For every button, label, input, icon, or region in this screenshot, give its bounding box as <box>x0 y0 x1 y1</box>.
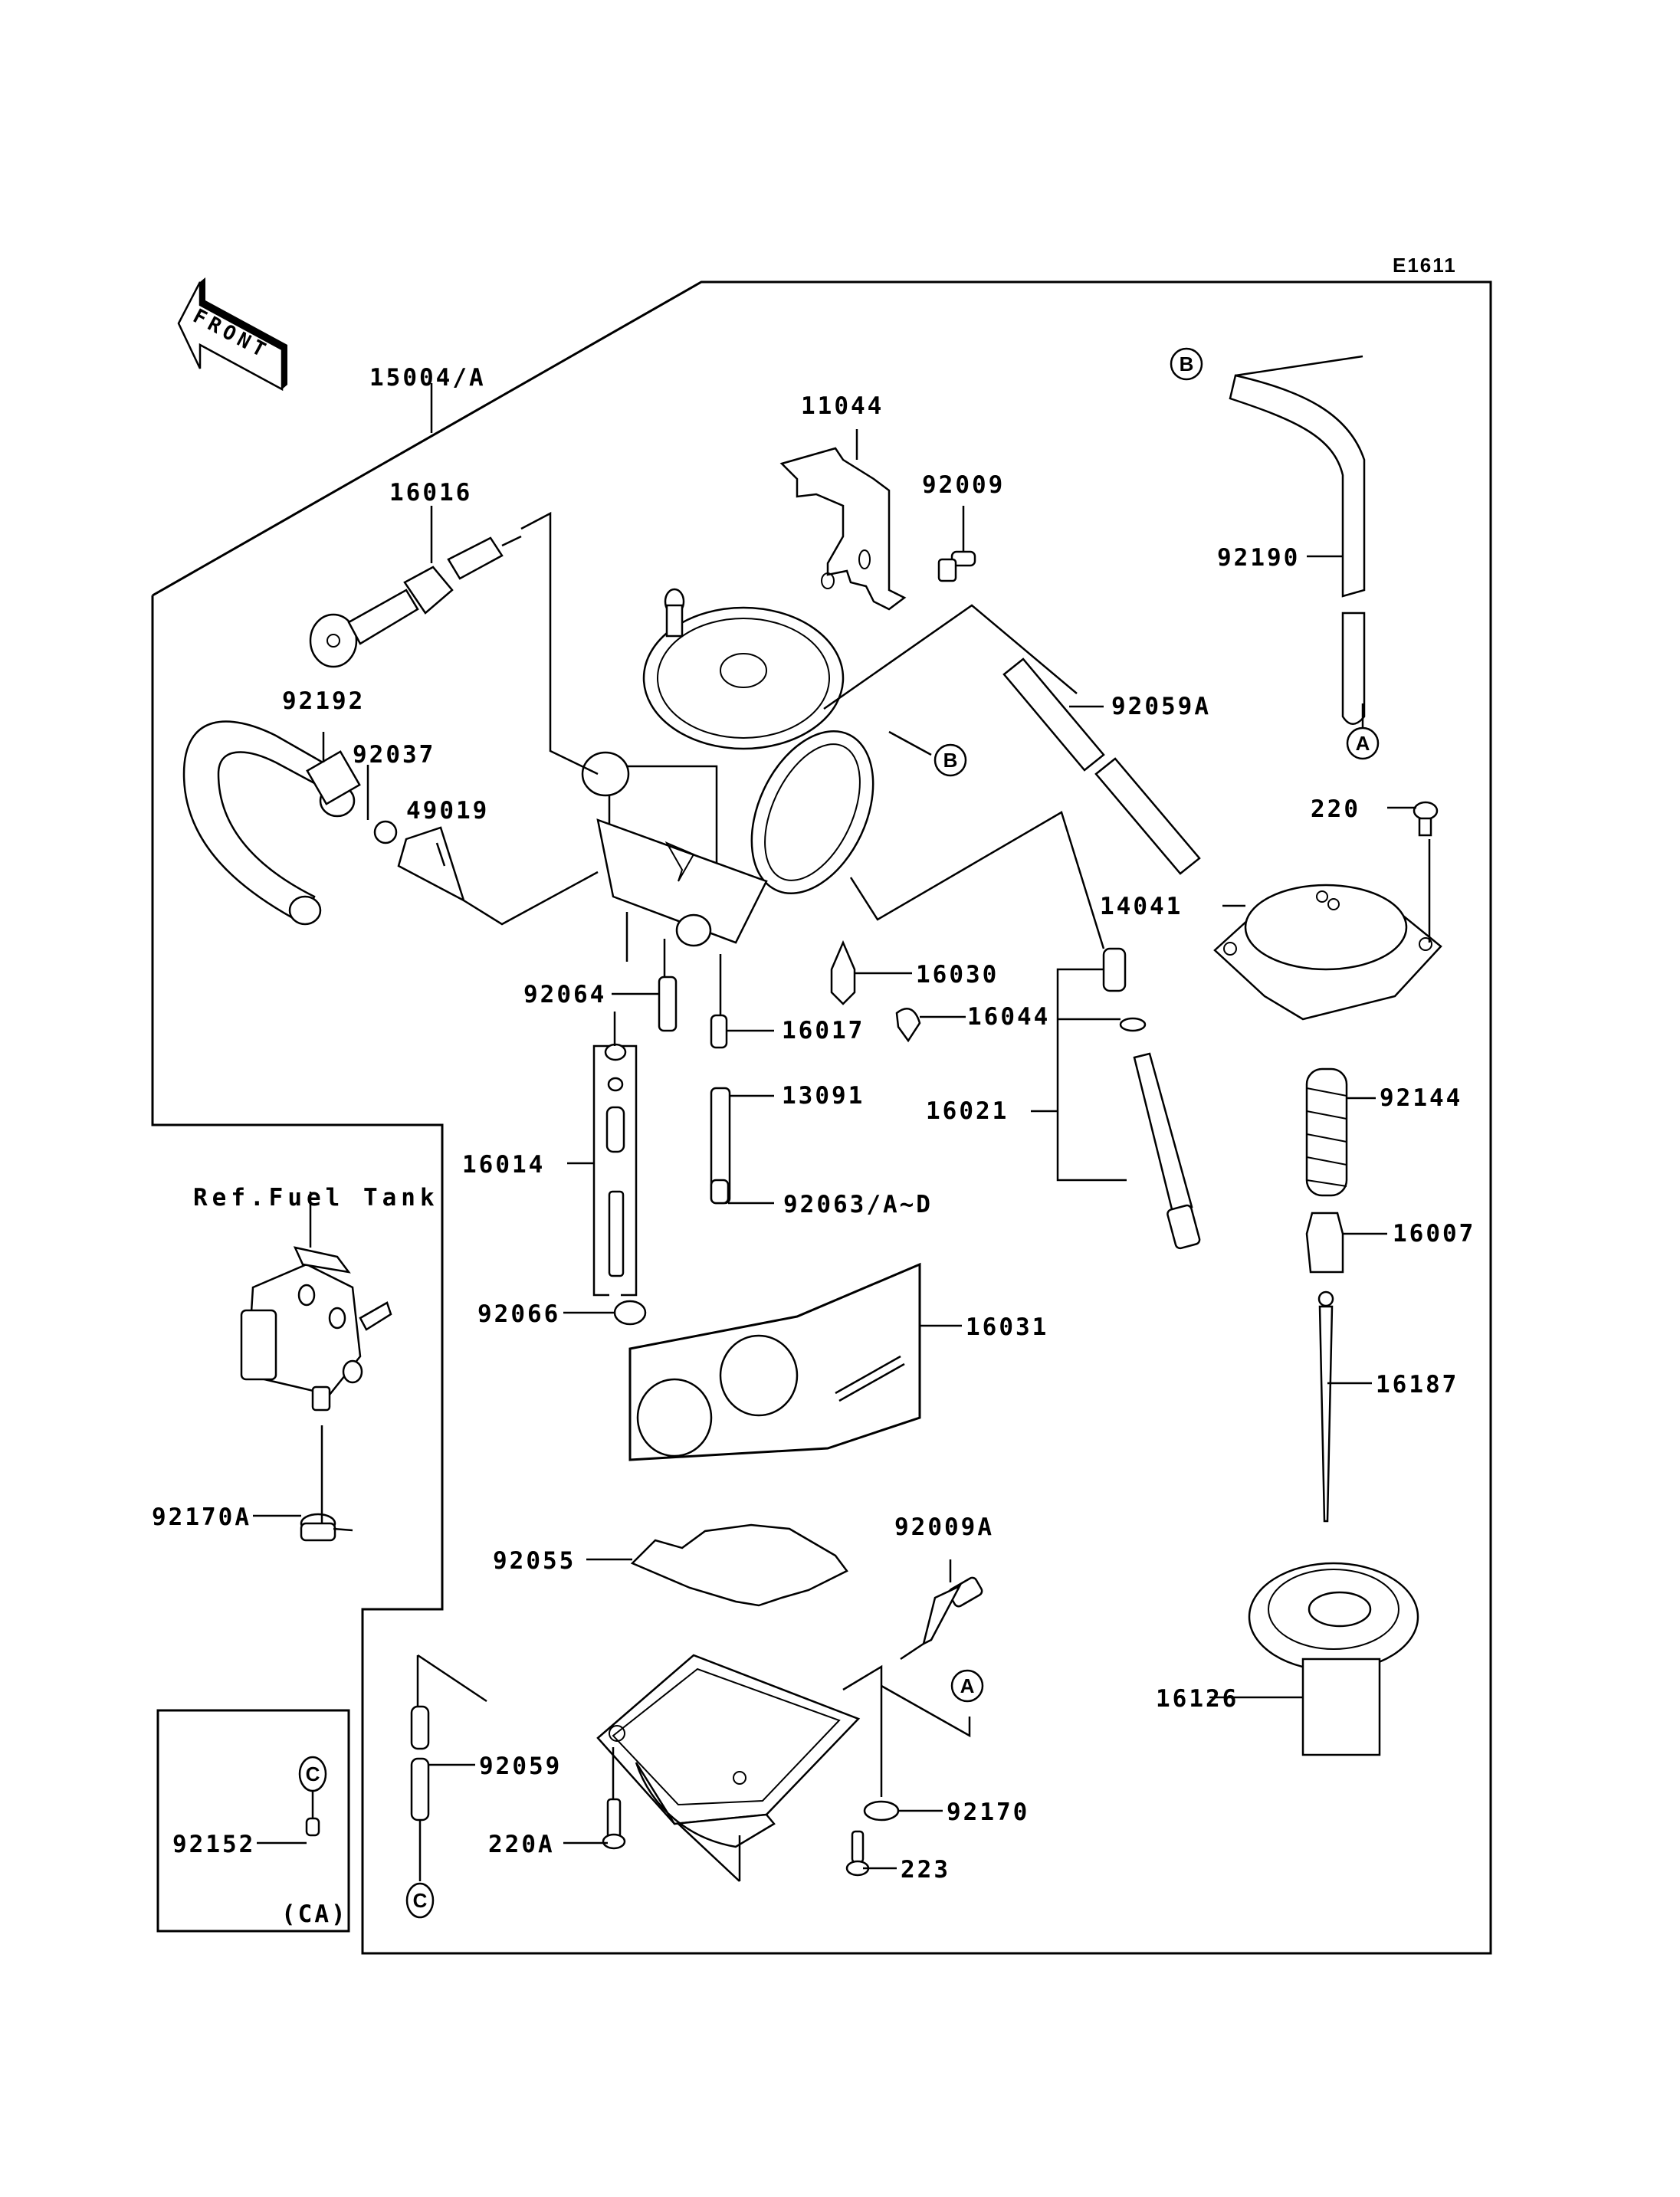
callout-49019: 49019 <box>406 797 489 825</box>
part-92064-jet <box>658 976 678 1032</box>
part-11044-bracket <box>779 447 907 611</box>
callout-220A: 220A <box>488 1831 555 1858</box>
ca-region-frame <box>156 1709 350 1933</box>
svg-text:C: C <box>413 1889 428 1912</box>
callout-92059: 92059 <box>479 1753 562 1780</box>
callout-92190: 92190 <box>1217 544 1300 572</box>
part-16021-pilot-screw <box>1102 947 1201 1250</box>
callout-92066: 92066 <box>477 1300 560 1328</box>
part-16031-float <box>628 1262 921 1461</box>
part-220-screw <box>1413 801 1439 837</box>
callout-16007: 16007 <box>1393 1220 1475 1248</box>
callout-16126: 16126 <box>1156 1685 1239 1713</box>
front-arrow-icon: FRONT <box>177 277 287 392</box>
svg-text:A: A <box>1356 732 1370 755</box>
part-16187-jet-needle <box>1317 1290 1334 1523</box>
diagram-code: E1611 <box>1393 254 1457 277</box>
part-92063-main-jet <box>710 1179 730 1205</box>
callout-92170A: 92170A <box>152 1503 251 1531</box>
part-92144-spring <box>1305 1067 1348 1197</box>
part-92170-clamp <box>863 1800 900 1822</box>
svg-text:B: B <box>1180 353 1194 375</box>
part-92037-clip <box>373 820 398 844</box>
part-92059-tube <box>410 1705 430 1822</box>
part-16044-clip <box>895 1008 921 1043</box>
part-16014-float-needle-set <box>592 1043 638 1297</box>
callout-labels: 15004/A 16016 11044 92009 92190 92192 92… <box>152 364 1475 1928</box>
callout-92192: 92192 <box>282 687 365 715</box>
part-16030-float-valve <box>830 939 856 1005</box>
callout-92037: 92037 <box>353 741 435 769</box>
callout-92170: 92170 <box>947 1799 1029 1826</box>
callout-16187: 16187 <box>1376 1371 1459 1399</box>
callout-16016: 16016 <box>389 479 472 507</box>
callout-16021: 16021 <box>926 1097 1009 1125</box>
connector-c-tube: C <box>405 1882 435 1919</box>
callout-11044: 11044 <box>801 392 884 420</box>
part-14041-top-cover <box>1213 884 1442 1021</box>
part-92009-screw <box>937 550 976 582</box>
connector-a-bowl: A <box>950 1669 984 1703</box>
part-92055-gasket <box>630 1523 848 1607</box>
part-92192-hose <box>182 720 361 926</box>
callout-13091: 13091 <box>782 1082 865 1110</box>
part-92009A-screw <box>922 1576 983 1646</box>
part-92170A-clip <box>300 1513 353 1542</box>
part-16017-jet <box>710 1014 728 1049</box>
connector-c-ca: C <box>298 1756 327 1792</box>
svg-text:C: C <box>306 1763 320 1785</box>
callout-14041: 14041 <box>1100 893 1183 920</box>
callout-16014: 16014 <box>462 1151 545 1179</box>
callout-16030: 16030 <box>916 961 999 989</box>
part-carburetor-body <box>581 588 874 947</box>
callout-15004A: 15004/A <box>369 364 486 392</box>
part-220A-screw <box>602 1798 626 1850</box>
part-float-bowl <box>596 1654 861 1848</box>
part-49019-filter <box>397 826 466 903</box>
svg-text:B: B <box>943 749 958 772</box>
part-92059A-tube <box>1002 657 1201 875</box>
region-note: (CA) <box>281 1900 348 1928</box>
leader-lines <box>152 280 1431 1882</box>
callout-92055: 92055 <box>493 1547 576 1575</box>
part-16007-needle-holder <box>1305 1212 1344 1274</box>
callout-220: 220 <box>1311 795 1360 823</box>
callout-92063: 92063/A~D <box>783 1191 933 1218</box>
connector-markers: B A B A C C <box>298 347 1380 1919</box>
callout-16017: 16017 <box>782 1017 865 1044</box>
part-16016-starter-plunger <box>309 535 522 668</box>
callout-92064: 92064 <box>523 981 606 1008</box>
part-223-screw <box>845 1830 870 1877</box>
callout-92009A: 92009A <box>894 1513 994 1541</box>
part-16126-diaphragm <box>1248 1562 1419 1756</box>
callout-92009: 92009 <box>922 471 1005 499</box>
callout-92152: 92152 <box>172 1831 255 1858</box>
callout-16044: 16044 <box>967 1003 1050 1031</box>
svg-text:A: A <box>960 1674 975 1697</box>
callout-16031: 16031 <box>966 1313 1048 1341</box>
connector-b-top: B <box>1170 347 1203 381</box>
callout-92144: 92144 <box>1380 1084 1462 1112</box>
assembly-frame <box>151 280 1492 1955</box>
reference-note: Ref.Fuel Tank <box>193 1184 439 1212</box>
part-92152-plug <box>305 1817 320 1837</box>
callout-92059A: 92059A <box>1111 693 1211 720</box>
part-92066-cap <box>613 1300 647 1326</box>
part-fuel-tap-reference <box>240 1246 392 1412</box>
callout-223: 223 <box>901 1856 950 1884</box>
connector-b-body: B <box>934 743 967 777</box>
connector-a-top: A <box>1346 726 1380 760</box>
part-92190-tube <box>1229 374 1366 725</box>
